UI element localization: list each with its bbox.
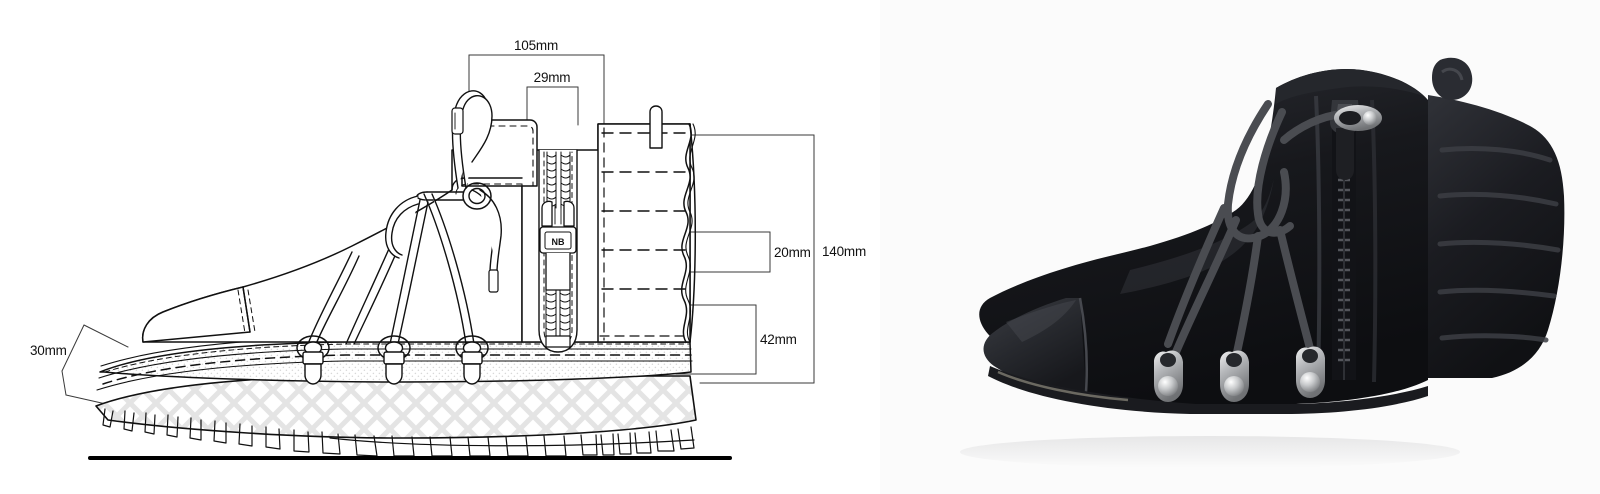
boot-upper-photo — [979, 68, 1428, 406]
dimension-label-105mm: 105mm — [514, 38, 558, 53]
zipper-pull — [539, 226, 577, 254]
technical-drawing-svg: 105mm 29mm 140mm 20mm 42mm 30mm — [30, 38, 866, 460]
lace-upper-arc — [384, 195, 419, 259]
eyelet-loop-top — [462, 182, 492, 210]
heel-counter — [689, 123, 697, 343]
quilted-back-panel-photo — [1428, 95, 1565, 378]
lace-system-photo — [1164, 100, 1346, 370]
lace-aglet-top — [451, 107, 464, 135]
quilted-back-panel — [597, 123, 696, 343]
lace-aglet-3 — [455, 335, 489, 385]
lace-aglet-2 — [377, 335, 411, 385]
svg-text:NB: NB — [552, 237, 565, 247]
rear-pull-tab — [649, 105, 663, 149]
dimension-labels: 105mm 29mm 140mm 20mm 42mm 30mm — [30, 38, 866, 358]
lace-aglet-photo-3 — [1296, 346, 1325, 398]
dimension-label-30mm: 30mm — [30, 343, 67, 358]
quilt-stitch-rows — [1437, 145, 1561, 343]
metal-lace-hook-photo — [1334, 105, 1382, 131]
product-photo-svg — [880, 0, 1600, 494]
dimension-label-140mm: 140mm — [822, 244, 866, 259]
dimension-30mm — [61, 324, 129, 405]
side-zipper-photo — [1330, 100, 1360, 380]
lace-aglet-photo-2 — [1220, 350, 1249, 402]
toe-cap — [141, 286, 256, 343]
toe-cap-seam — [1078, 297, 1088, 393]
zip-tape-edge-right — [1370, 99, 1378, 383]
technical-drawing-panel: 105mm 29mm 140mm 20mm 42mm 30mm — [30, 38, 867, 460]
product-photo-panel — [880, 0, 1600, 494]
zipper-teeth-lower — [545, 289, 571, 348]
sole-edge-photo — [988, 366, 1428, 414]
zipper-teeth-upper — [546, 151, 571, 209]
zipper-slider — [541, 200, 575, 227]
dimension-label-29mm: 29mm — [534, 70, 571, 85]
lace-diagonals — [307, 193, 475, 345]
lace-aglet-photo-1 — [1154, 350, 1183, 402]
outsole-lugs — [102, 408, 695, 457]
lace-aglets-photo — [1154, 346, 1325, 402]
rear-pull-tab-photo — [1432, 57, 1473, 100]
toe-cap-photo — [983, 297, 1088, 393]
zipper-pull-strap — [545, 252, 571, 291]
lace-free-end — [471, 189, 502, 293]
lace-aglet-1 — [296, 335, 330, 385]
boot-photo — [979, 57, 1565, 414]
dimension-label-20mm: 20mm — [774, 245, 811, 260]
eyelet-hardware-row — [296, 335, 489, 385]
brand-logo-text: NB — [552, 237, 565, 247]
contact-shadow — [960, 436, 1460, 468]
dimension-label-42mm: 42mm — [760, 332, 797, 347]
side-zipper: NB — [538, 149, 578, 353]
lace-system — [296, 90, 502, 385]
outsole — [95, 375, 697, 439]
